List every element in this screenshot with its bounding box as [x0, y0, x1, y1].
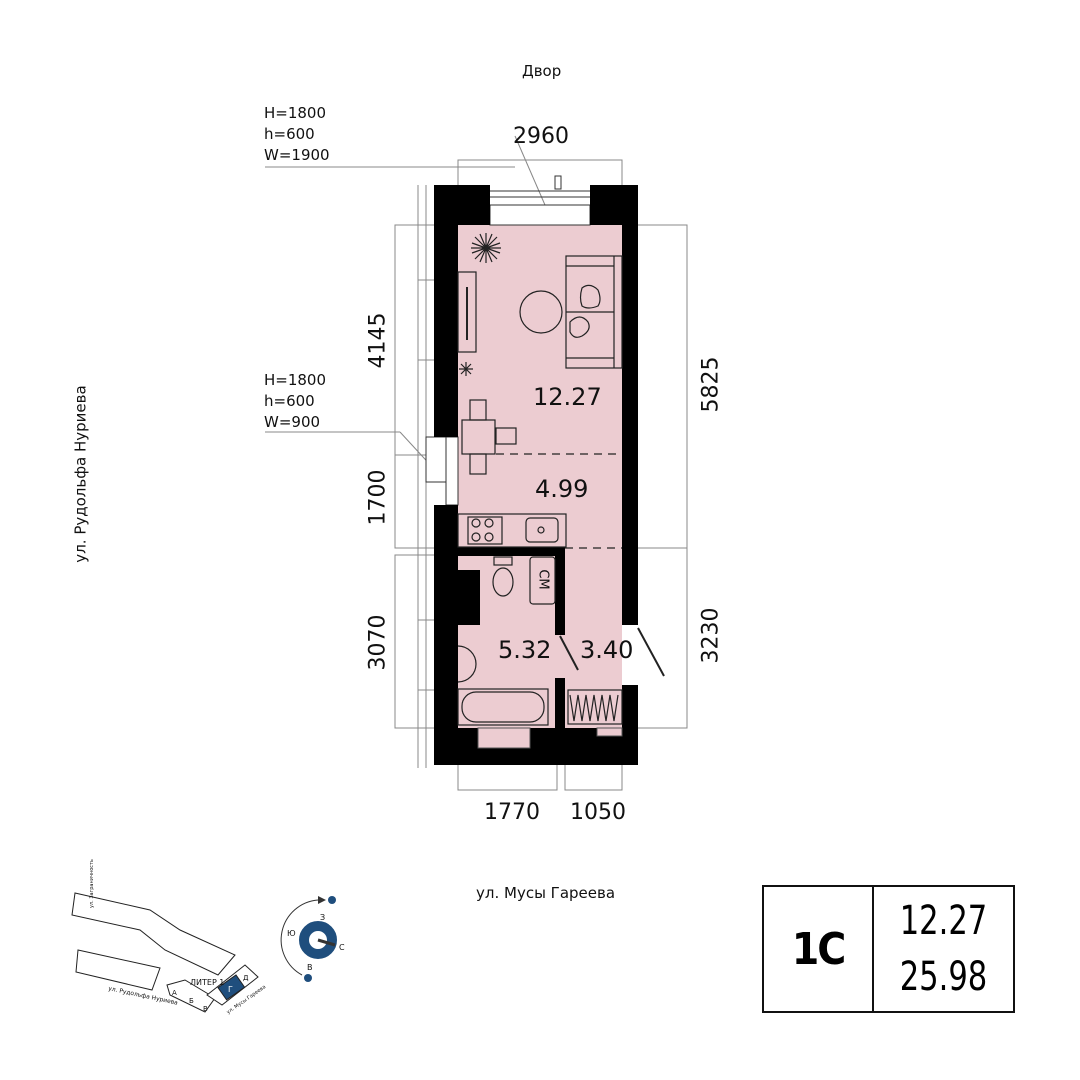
door [559, 635, 579, 671]
apartment-fill [458, 225, 622, 728]
dim-left-2: 1700 [365, 469, 391, 526]
kitchen-counter [457, 513, 567, 548]
washer-label: СМ [535, 569, 551, 590]
compass-n: С [339, 943, 345, 952]
plant-icon [471, 233, 501, 263]
compass-icon [280, 896, 337, 982]
chair [469, 453, 487, 475]
compass-e: В [307, 963, 313, 972]
dim-right-1: 5825 [698, 356, 724, 413]
furniture [457, 233, 665, 726]
dim-right-2: 3230 [698, 607, 724, 664]
building-label: ЛИТЕР 1 [190, 978, 224, 987]
section-g: Г [228, 985, 233, 994]
dim-left-3: 3070 [365, 614, 391, 671]
dim-bottom-1: 1770 [484, 800, 540, 825]
compass-s: Ю [287, 929, 296, 938]
room-hall-area: 3.40 [580, 636, 634, 664]
window-width: W=900 [264, 413, 321, 431]
section-v: В [203, 1005, 208, 1013]
washer [529, 556, 556, 605]
street-bottom-label: ул. Мусы Гареева [476, 884, 616, 902]
zone-dividers [496, 453, 622, 549]
sink [525, 517, 559, 543]
dim-left-1: 4145 [365, 312, 391, 369]
site-street-1: ул. Заграничность [89, 859, 95, 908]
room-kitchen-area: 4.99 [535, 475, 589, 503]
walls [434, 185, 638, 765]
active-section [217, 974, 246, 1001]
sill-height: h=600 [264, 392, 315, 410]
living-area: 12.27 [899, 898, 988, 944]
pillow [579, 284, 601, 309]
pillow [569, 316, 590, 338]
window-height: H=1800 [264, 371, 327, 389]
stove [467, 516, 503, 545]
total-area: 25.98 [899, 954, 988, 1000]
apartment-type: 1С [764, 887, 874, 1011]
street-left-label: ул. Рудольфа Нуриева [71, 385, 90, 563]
room-living-area: 12.27 [533, 383, 602, 411]
sill-height: h=600 [264, 125, 315, 143]
courtyard-label: Двор [522, 62, 562, 80]
window-width: W=1900 [264, 146, 330, 164]
room-bathroom-area: 5.32 [498, 636, 552, 664]
coffee-table [519, 290, 563, 334]
wardrobe [567, 689, 623, 725]
apartment-summary: 1С 12.27 25.98 [762, 885, 1015, 1013]
washbasin [457, 645, 477, 683]
window-left [425, 436, 459, 506]
tv-stand [457, 271, 477, 353]
section-a: А [172, 989, 177, 997]
plant-icon [459, 362, 473, 376]
compass-w: З [320, 913, 325, 922]
site-plan [71, 892, 259, 1013]
section-d: Д [243, 974, 249, 982]
entrance-door [637, 627, 665, 677]
dim-bottom-2: 1050 [570, 800, 626, 825]
window-height: H=1800 [264, 104, 327, 122]
toilet [492, 567, 514, 597]
dim-top: 2960 [513, 124, 569, 149]
bathtub [457, 688, 549, 726]
chair [495, 427, 517, 445]
section-b: Б [189, 997, 194, 1005]
window-top [489, 175, 591, 226]
